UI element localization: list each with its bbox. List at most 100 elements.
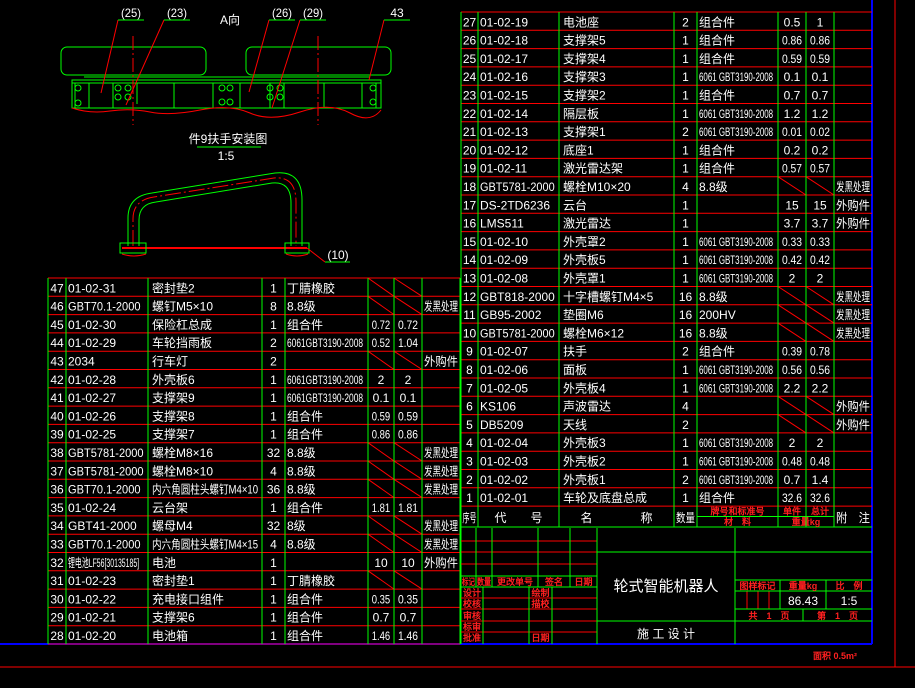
row-number: 21 bbox=[463, 125, 477, 139]
quantity: 1 bbox=[270, 592, 277, 606]
part-code: 01-02-01 bbox=[480, 491, 528, 505]
unit-weight: 0.39 bbox=[782, 346, 802, 359]
part-name: 云台 bbox=[563, 197, 587, 212]
quantity: 1 bbox=[270, 281, 277, 295]
part-code: GBT5781-2000 bbox=[68, 448, 144, 460]
quantity: 1 bbox=[270, 556, 277, 570]
material: 8.8级 bbox=[699, 326, 728, 340]
unit-weight-slash bbox=[367, 295, 395, 316]
part-name: 支撑架9 bbox=[152, 390, 195, 405]
header-material-grade: 牌号和标准号 bbox=[710, 506, 764, 517]
quantity: 1 bbox=[682, 491, 689, 505]
part-code: DS-2TD6236 bbox=[480, 198, 550, 212]
row-number: 14 bbox=[463, 253, 477, 267]
part-name: 支撑架7 bbox=[152, 427, 195, 442]
material: 8.8级 bbox=[287, 464, 316, 478]
quantity: 1 bbox=[682, 253, 689, 267]
part-code: KS106 bbox=[480, 400, 516, 414]
remark: 外购件 bbox=[424, 555, 458, 569]
unit-weight-slash bbox=[777, 304, 807, 324]
label-date: 日期 bbox=[531, 632, 549, 643]
header-no: 序号 bbox=[463, 510, 477, 526]
quantity: 4 bbox=[682, 180, 689, 194]
unit-weight: 0.1 bbox=[373, 391, 390, 405]
weight-label: 重量kg bbox=[789, 580, 818, 591]
part-code: 01-02-07 bbox=[480, 345, 528, 359]
part-name: 扶手 bbox=[563, 344, 587, 359]
unit-weight: 15 bbox=[785, 198, 799, 212]
quantity: 1 bbox=[270, 629, 277, 643]
row-number: 47 bbox=[50, 281, 64, 295]
unit-weight-slash bbox=[777, 414, 807, 434]
callout-29: (29) bbox=[303, 7, 323, 20]
view-label: A向 bbox=[220, 12, 240, 27]
part-name: 螺栓M6×12 bbox=[563, 325, 624, 340]
remark: 发黑处理 bbox=[836, 308, 870, 323]
material: 6061 GBT3190-2008 bbox=[699, 474, 773, 487]
quantity: 1 bbox=[270, 391, 277, 405]
part-code: 01-02-26 bbox=[68, 409, 116, 423]
row-number: 17 bbox=[463, 198, 477, 212]
quantity: 2 bbox=[682, 125, 689, 139]
part-name: 面板 bbox=[563, 363, 587, 377]
part-name: 垫圈M6 bbox=[563, 307, 604, 322]
total-weight-slash bbox=[393, 295, 423, 316]
row-number: 20 bbox=[463, 143, 477, 157]
quantity: 1 bbox=[270, 409, 277, 423]
quantity: 1 bbox=[682, 381, 689, 395]
total-weight: 0.02 bbox=[810, 126, 830, 139]
material: 组合件 bbox=[287, 610, 323, 625]
material: 组合件 bbox=[699, 88, 735, 103]
part-name: 支撑架5 bbox=[563, 33, 606, 48]
part-code: 01-02-14 bbox=[480, 107, 528, 121]
